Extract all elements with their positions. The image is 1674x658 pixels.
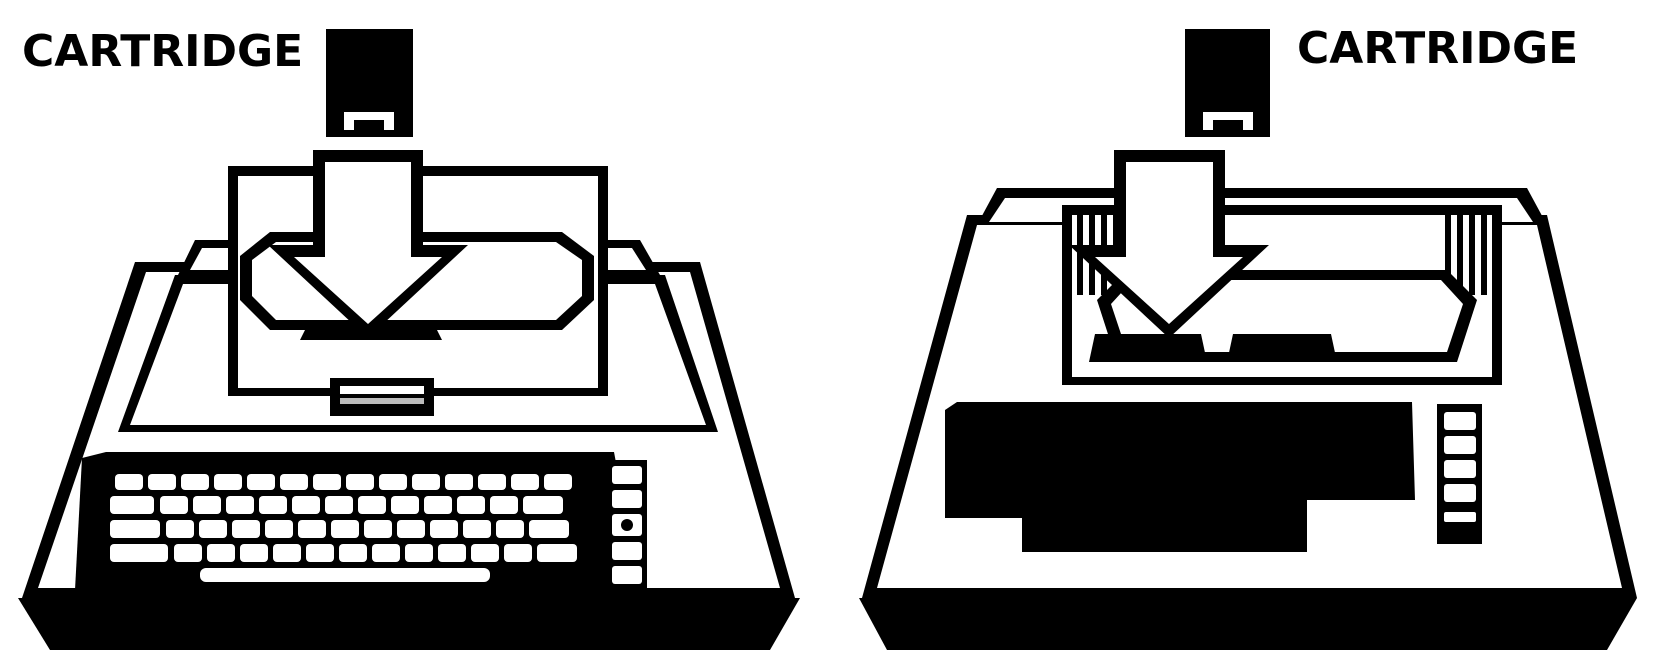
console-base-left bbox=[18, 598, 800, 650]
cartridge-left bbox=[326, 29, 413, 137]
cartridge-right bbox=[1185, 29, 1270, 137]
left-console-panel: CARTRIDGE bbox=[0, 0, 837, 658]
right-console-panel: CARTRIDGE bbox=[837, 0, 1674, 658]
function-keys-left bbox=[605, 460, 647, 590]
right-console-drawing bbox=[837, 0, 1674, 658]
console-base-right bbox=[859, 598, 1637, 650]
left-console-drawing bbox=[0, 0, 837, 658]
function-keys-right bbox=[1437, 404, 1482, 544]
